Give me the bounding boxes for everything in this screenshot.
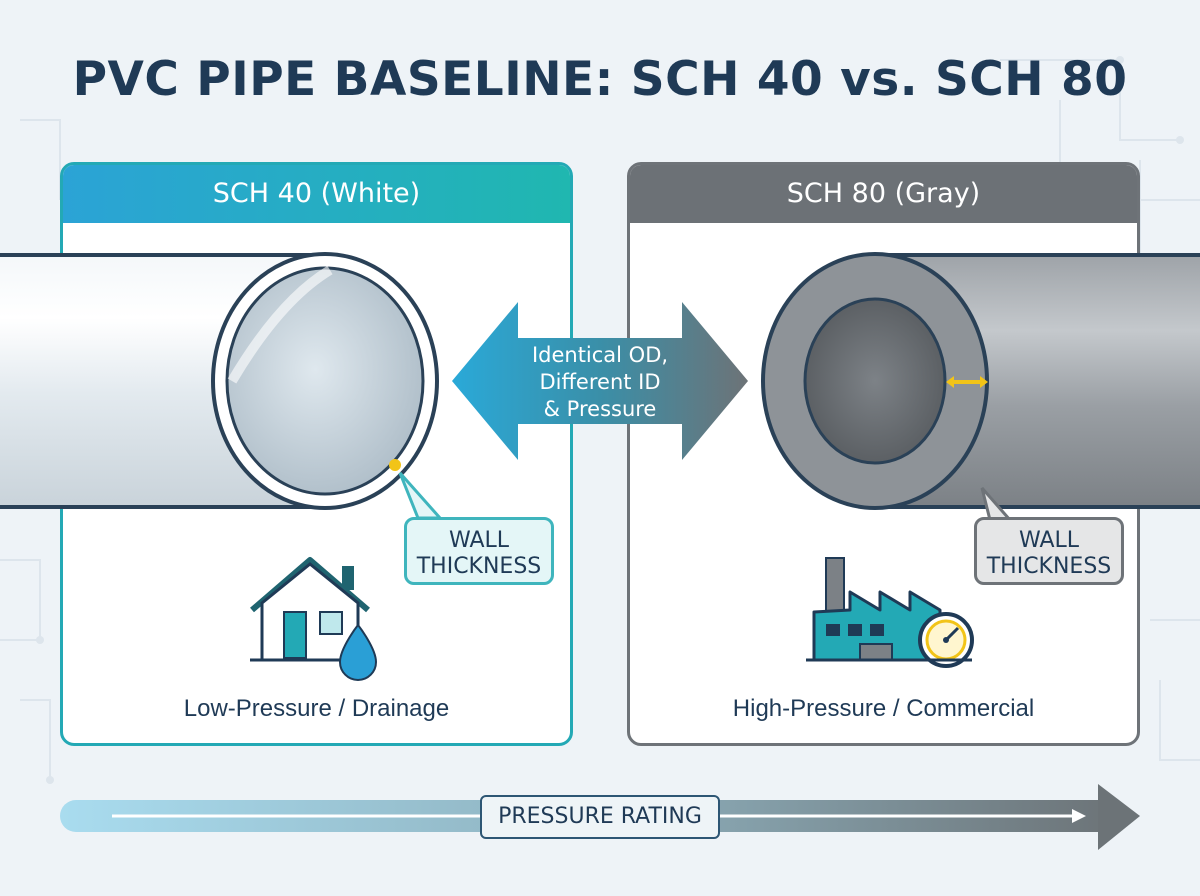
sch40-wall-thickness-callout: WALL THICKNESS xyxy=(404,517,554,585)
pressure-rating-label: PRESSURE RATING xyxy=(480,795,720,839)
sch40-panel: SCH 40 (White) Low-Pressure / Drainage xyxy=(60,162,573,746)
sch80-panel: SCH 80 (Gray) High-Pressure / Commercial xyxy=(627,162,1140,746)
sch80-header: SCH 80 (Gray) xyxy=(630,165,1137,223)
callout-line: THICKNESS xyxy=(986,554,1112,579)
callout-line: WALL xyxy=(1018,528,1080,553)
comparison-note: Identical OD, Different ID & Pressure xyxy=(520,342,680,423)
sch40-use-label: Low-Pressure / Drainage xyxy=(183,695,450,722)
page-title: PVC PIPE BASELINE: SCH 40 vs. SCH 80 xyxy=(72,52,1128,107)
comparison-note-line: & Pressure xyxy=(543,397,657,421)
comparison-note-line: Identical OD, xyxy=(531,343,669,367)
callout-line: WALL xyxy=(448,528,510,553)
comparison-note-line: Different ID xyxy=(539,370,661,394)
sch40-header: SCH 40 (White) xyxy=(63,165,570,223)
sch80-wall-thickness-callout: WALL THICKNESS xyxy=(974,517,1124,585)
sch80-use-label: High-Pressure / Commercial xyxy=(732,695,1035,722)
callout-line: THICKNESS xyxy=(416,554,542,579)
